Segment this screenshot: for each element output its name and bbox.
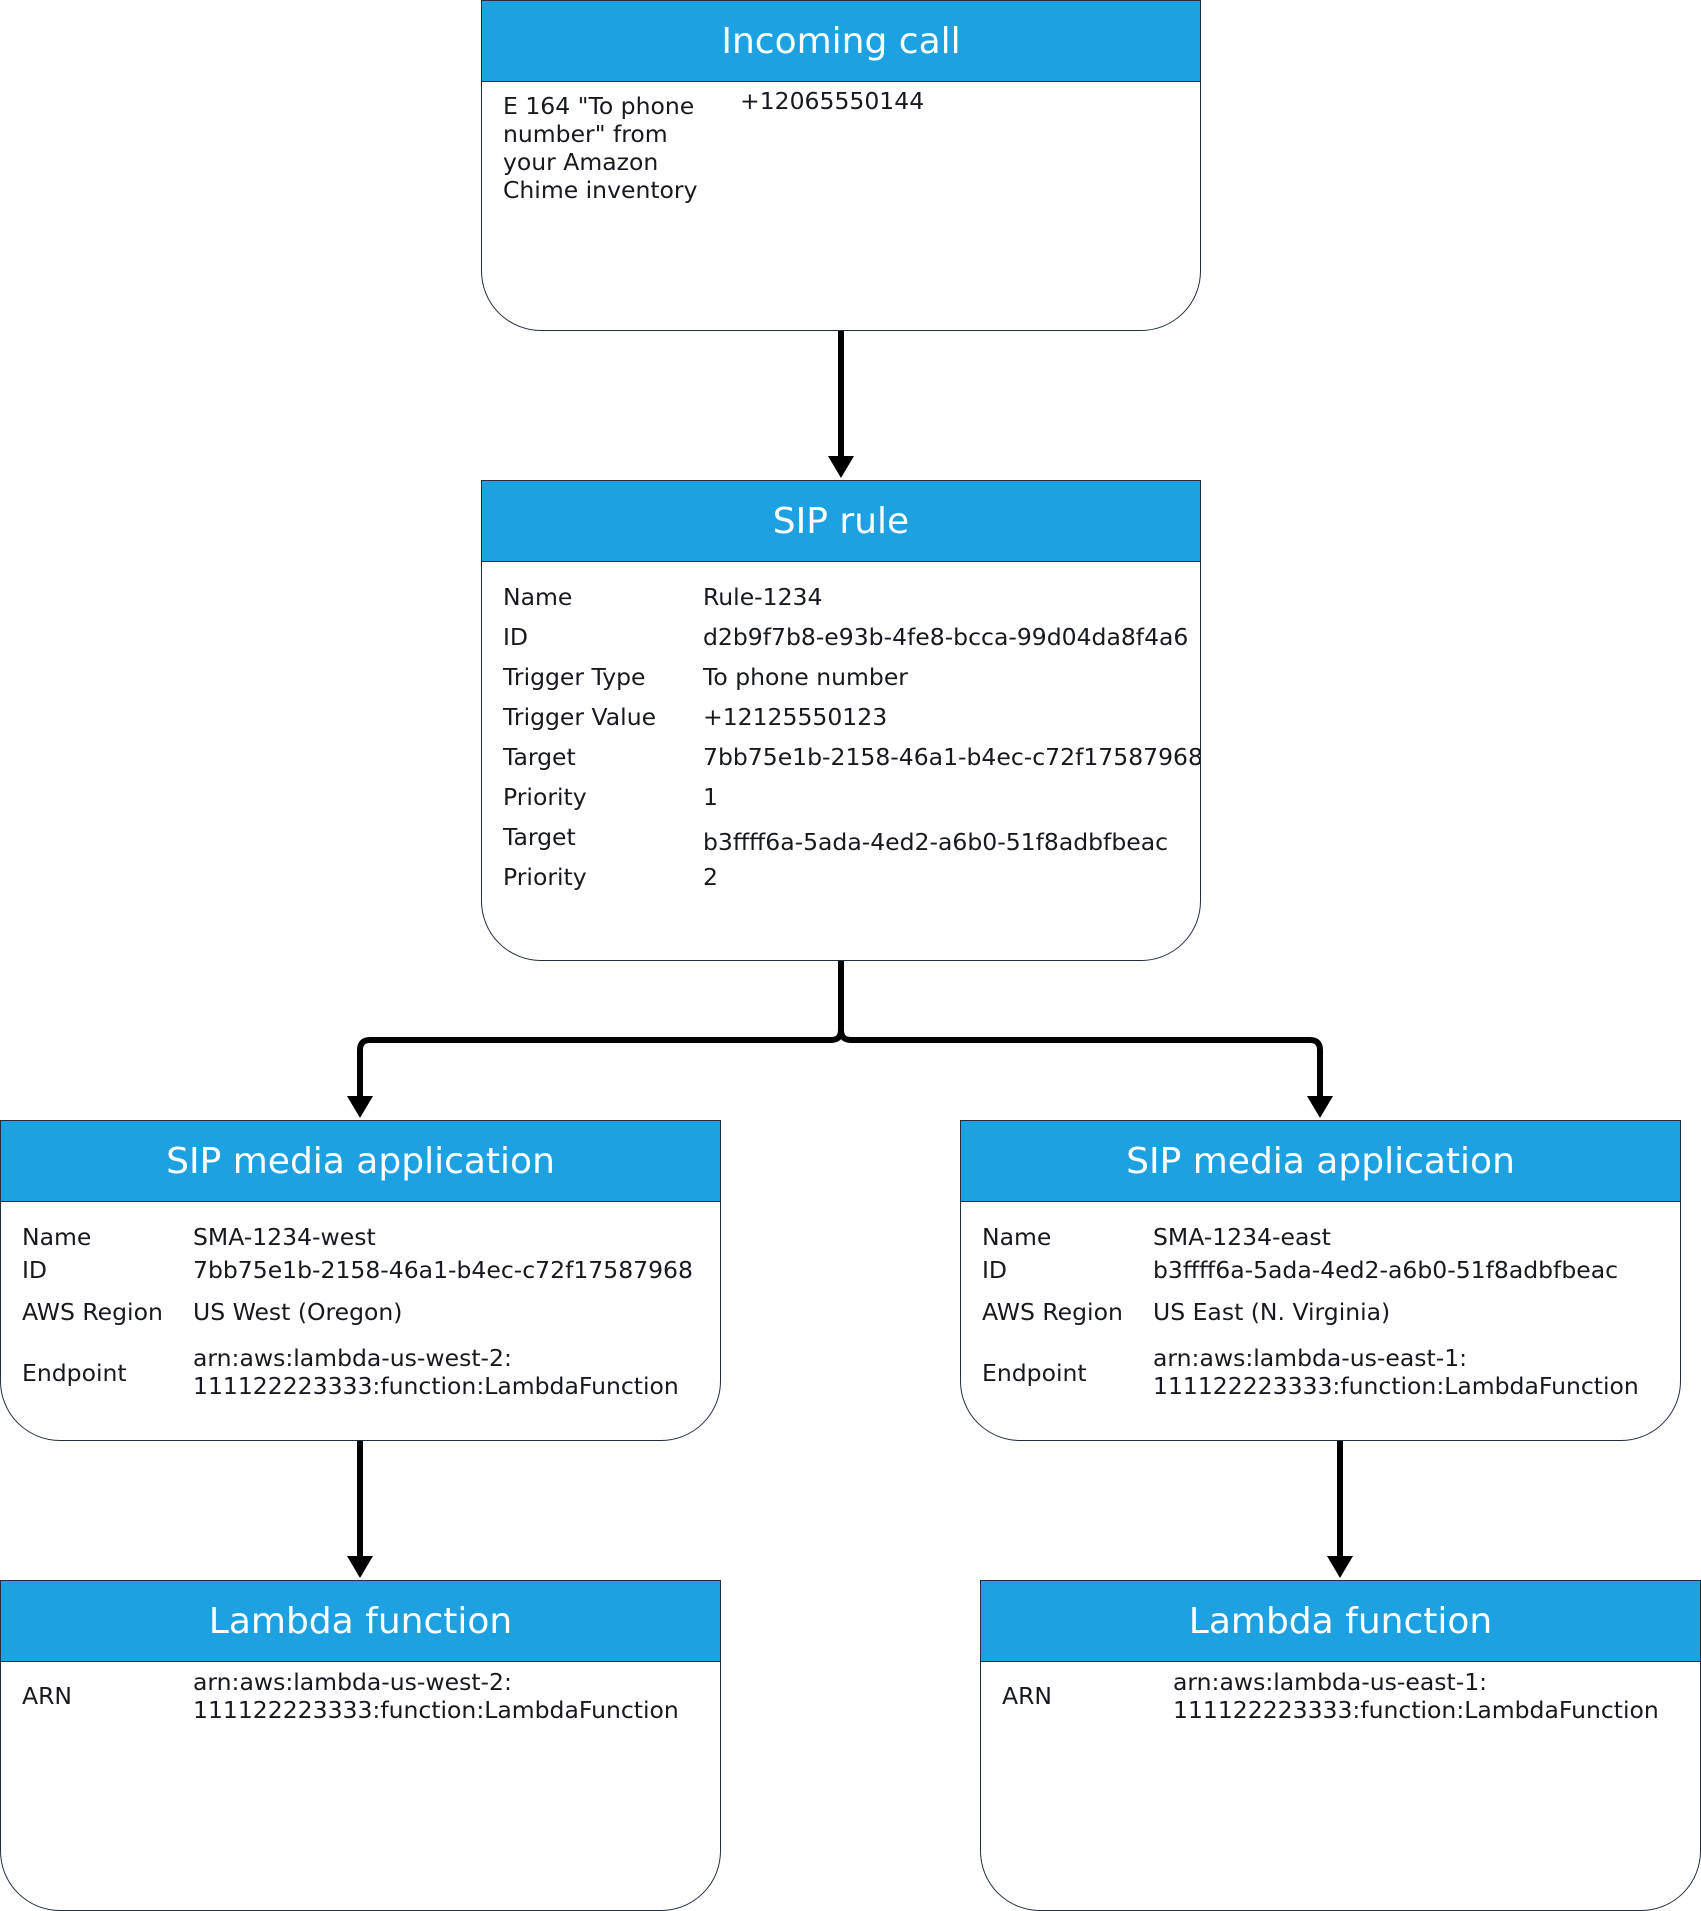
sip-rule-trigger-type-label: Trigger Type: [503, 663, 646, 691]
incoming-call-label: E 164 "To phone number" from your Amazon…: [503, 92, 698, 204]
incoming-call-box: Incoming call E 164 "To phone number" fr…: [481, 0, 1201, 331]
lambda-east-arn-label: ARN: [1002, 1682, 1052, 1710]
sip-rule-priority-2-value: 2: [703, 863, 718, 891]
sip-rule-priority-1-value: 1: [703, 783, 718, 811]
sma-east-endpoint-label: Endpoint: [982, 1359, 1087, 1387]
sma-east-title: SIP media application: [961, 1121, 1680, 1202]
sma-east-region-label: AWS Region: [982, 1298, 1123, 1326]
sip-rule-target-1-label: Target: [503, 743, 576, 771]
incoming-call-number: +12065550144: [740, 87, 925, 115]
arrowhead-lambda-east: [1327, 1556, 1353, 1578]
sma-east-box: SIP media application Name SMA-1234-east…: [960, 1120, 1681, 1441]
sma-east-name-label: Name: [982, 1223, 1052, 1251]
sip-rule-priority-1-label: Priority: [503, 783, 587, 811]
lambda-east-arn-value-line1: arn:aws:lambda-us-east-1:: [1173, 1668, 1488, 1696]
lambda-west-arn-value-line2: 111122223333:function:LambdaFunction: [193, 1696, 679, 1724]
sma-east-name-value: SMA-1234-east: [1153, 1223, 1331, 1251]
sip-rule-trigger-value-label: Trigger Value: [503, 703, 657, 731]
sma-east-endpoint-value-line1: arn:aws:lambda-us-east-1:: [1153, 1344, 1468, 1372]
sip-rule-priority-2-label: Priority: [503, 863, 587, 891]
sip-rule-id-label: ID: [503, 623, 529, 651]
sma-west-id-value: 7bb75e1b-2158-46a1-b4ec-c72f17587968: [193, 1256, 693, 1284]
lambda-east-box: Lambda function ARN arn:aws:lambda-us-ea…: [980, 1580, 1701, 1911]
sma-west-region-value: US West (Oregon): [193, 1298, 403, 1326]
lambda-east-arn-value-line2: 111122223333:function:LambdaFunction: [1173, 1696, 1659, 1724]
sma-west-endpoint-value-line2: 111122223333:function:LambdaFunction: [193, 1372, 679, 1400]
arrowhead-sma-east: [1307, 1096, 1333, 1118]
sip-rule-target-2-value: b3ffff6a-5ada-4ed2-a6b0-51f8adbfbeac: [703, 828, 1169, 856]
arrowhead-lambda-west: [347, 1556, 373, 1578]
sma-east-id-value: b3ffff6a-5ada-4ed2-a6b0-51f8adbfbeac: [1153, 1256, 1619, 1284]
sma-west-title: SIP media application: [1, 1121, 720, 1202]
lambda-west-title: Lambda function: [1, 1581, 720, 1662]
lambda-east-title: Lambda function: [981, 1581, 1700, 1662]
lambda-west-arn-value-line1: arn:aws:lambda-us-west-2:: [193, 1668, 512, 1696]
sip-rule-box: SIP rule Name Rule-1234 ID d2b9f7b8-e93b…: [481, 480, 1201, 961]
sma-west-box: SIP media application Name SMA-1234-west…: [0, 1120, 721, 1441]
sma-west-endpoint-value-line1: arn:aws:lambda-us-west-2:: [193, 1344, 512, 1372]
sma-east-region-value: US East (N. Virginia): [1153, 1298, 1391, 1326]
sip-rule-name-value: Rule-1234: [703, 583, 823, 611]
sip-rule-trigger-type-value: To phone number: [703, 663, 908, 691]
lambda-west-box: Lambda function ARN arn:aws:lambda-us-we…: [0, 1580, 721, 1911]
sma-east-endpoint-value-line2: 111122223333:function:LambdaFunction: [1153, 1372, 1639, 1400]
sip-rule-id-value: d2b9f7b8-e93b-4fe8-bcca-99d04da8f4a6: [703, 623, 1189, 651]
sma-west-name-value: SMA-1234-west: [193, 1223, 376, 1251]
sip-rule-name-label: Name: [503, 583, 573, 611]
incoming-call-title: Incoming call: [482, 1, 1200, 82]
sma-west-name-label: Name: [22, 1223, 92, 1251]
arrow-siprule-to-sma-west: [357, 961, 844, 1102]
arrowhead-sma-west: [347, 1096, 373, 1118]
arrow-siprule-to-sma-east: [838, 1029, 1323, 1102]
sip-rule-target-1-value: 7bb75e1b-2158-46a1-b4ec-c72f17587968: [703, 743, 1201, 771]
sip-rule-title: SIP rule: [482, 481, 1200, 562]
sma-east-id-label: ID: [982, 1256, 1008, 1284]
arrowhead-siprule: [828, 456, 854, 478]
sip-rule-trigger-value-value: +12125550123: [703, 703, 888, 731]
sma-west-endpoint-label: Endpoint: [22, 1359, 127, 1387]
sma-west-id-label: ID: [22, 1256, 48, 1284]
sma-west-region-label: AWS Region: [22, 1298, 163, 1326]
sip-rule-target-2-label: Target: [503, 823, 576, 851]
lambda-west-arn-label: ARN: [22, 1682, 72, 1710]
